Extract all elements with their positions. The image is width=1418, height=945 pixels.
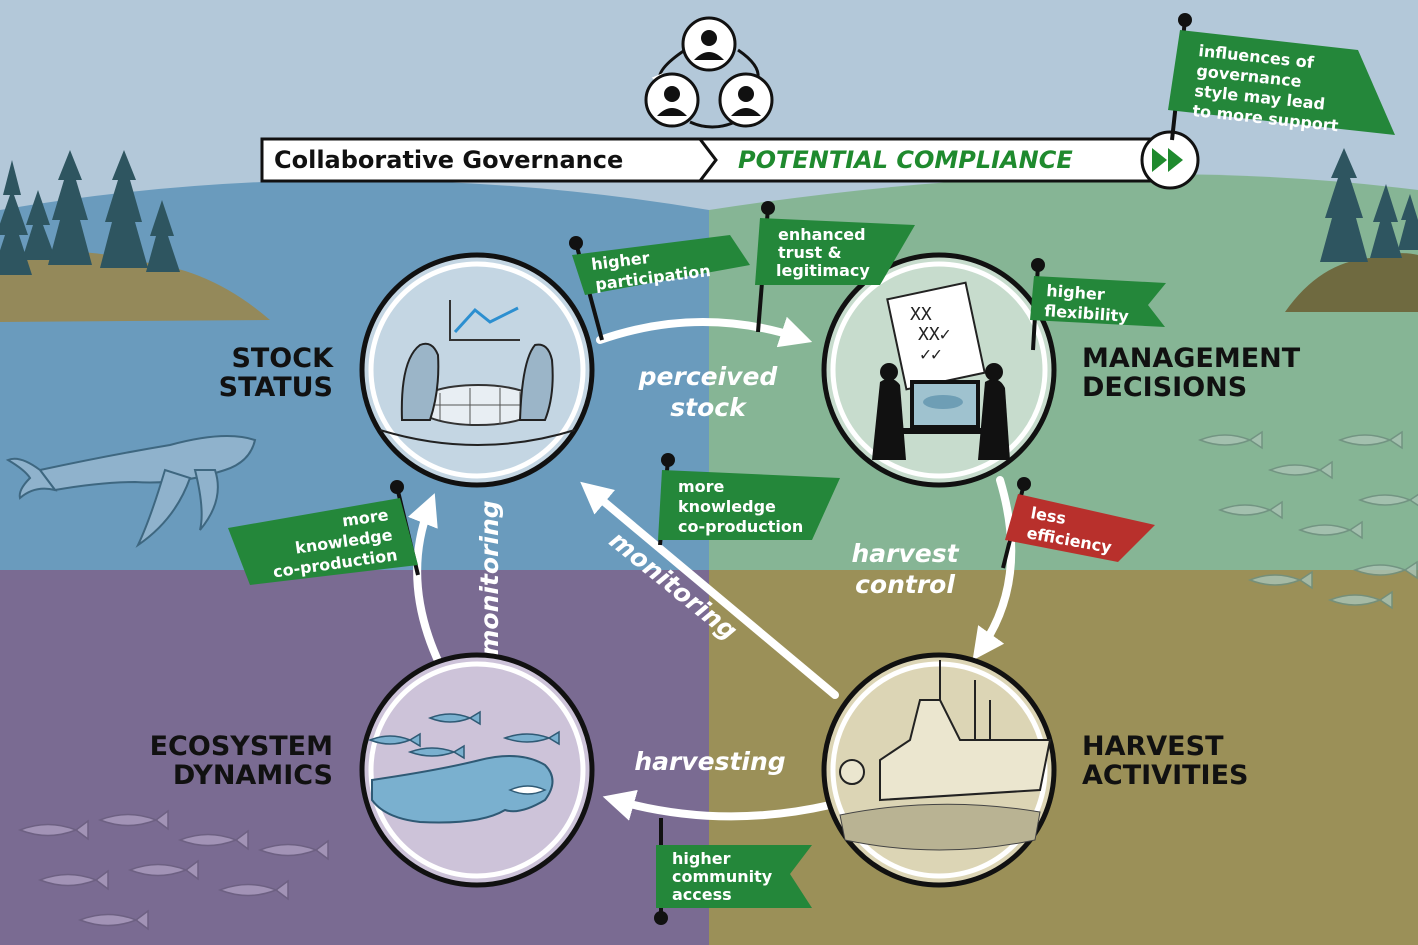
flag-text-line: trust & bbox=[778, 243, 842, 262]
person-right-icon bbox=[718, 72, 774, 128]
trees-right bbox=[1320, 148, 1418, 262]
flag-knowledge-center: more knowledge co-production bbox=[658, 453, 840, 546]
quadrant-bottom-left bbox=[0, 570, 709, 945]
flow-label-harvest: harvest bbox=[851, 539, 959, 568]
island-right bbox=[1285, 253, 1418, 312]
flag-community-access: higher community access bbox=[654, 818, 812, 925]
people-cycle-icon bbox=[644, 16, 774, 129]
svg-text:XX✓: XX✓ bbox=[918, 324, 951, 345]
governance-banner: Collaborative Governance POTENTIAL COMPL… bbox=[260, 130, 1200, 190]
flag-text-line: more bbox=[678, 477, 725, 496]
flag-governance-support: influences of governance style may lead … bbox=[1168, 13, 1395, 141]
flow-label-perceived: perceived bbox=[638, 362, 779, 391]
person-top-icon bbox=[681, 16, 737, 72]
person-left-icon bbox=[644, 72, 700, 128]
whale-illustration bbox=[5, 435, 257, 548]
arrow-management-to-harvest bbox=[972, 476, 1016, 661]
banner-right-text: POTENTIAL COMPLIANCE bbox=[738, 146, 1073, 174]
node-ecosystem-dynamics-illustration bbox=[359, 652, 595, 888]
flag-text-line: knowledge bbox=[678, 497, 776, 516]
flag-text-line: higher bbox=[1046, 281, 1106, 304]
node-management-decisions-illustration: XX XX✓ ✓✓ bbox=[821, 252, 1057, 488]
svg-text:XX: XX bbox=[910, 304, 932, 325]
svg-text:✓✓: ✓✓ bbox=[920, 344, 942, 365]
island-left bbox=[0, 251, 270, 322]
fast-forward-icon bbox=[1140, 130, 1200, 190]
quadrant-bottom-right bbox=[709, 570, 1418, 945]
node-label-decisions: DECISIONS bbox=[1082, 372, 1247, 403]
arrow-harvest-to-ecosystem bbox=[602, 789, 834, 821]
flow-label-harvesting: harvesting bbox=[634, 747, 785, 776]
fish-school-right bbox=[1197, 430, 1418, 610]
node-label-status: STATUS bbox=[219, 372, 333, 403]
flow-arrows bbox=[408, 316, 1016, 821]
flag-trust-legitimacy: enhanced trust & legitimacy bbox=[755, 201, 915, 333]
trees-left bbox=[0, 150, 180, 275]
node-label-harvest: HARVEST bbox=[1082, 731, 1224, 762]
node-harvest-activities-illustration bbox=[821, 652, 1057, 888]
arrow-ecosystem-to-stock bbox=[408, 493, 444, 669]
node-label-dynamics: DYNAMICS bbox=[173, 760, 333, 791]
node-label-management: MANAGEMENT bbox=[1082, 343, 1301, 374]
flow-label-monitoring-vertical: monitoring bbox=[475, 500, 504, 655]
flag-text-line: higher bbox=[672, 849, 731, 868]
node-stock-status-illustration bbox=[359, 252, 595, 488]
flow-label-control: control bbox=[855, 570, 955, 599]
node-label-stock: STOCK bbox=[231, 343, 334, 374]
flag-less-efficiency: less efficiency bbox=[1001, 477, 1155, 569]
arrow-stock-to-management bbox=[596, 316, 813, 348]
arrow-harvest-to-stock bbox=[580, 481, 839, 699]
node-label-ecosystem: ECOSYSTEM bbox=[150, 731, 333, 762]
flag-text-line: access bbox=[672, 885, 732, 904]
flag-text-line: co-production bbox=[678, 517, 803, 536]
flag-text-line: community bbox=[672, 867, 773, 886]
banner-left-text: Collaborative Governance bbox=[274, 146, 623, 174]
flag-text-line: enhanced bbox=[778, 225, 866, 244]
node-label-activities: ACTIVITIES bbox=[1082, 760, 1248, 791]
flow-label-stock: stock bbox=[670, 393, 747, 422]
flag-text-line: legitimacy bbox=[776, 261, 870, 280]
fish-school-left bbox=[17, 809, 329, 931]
